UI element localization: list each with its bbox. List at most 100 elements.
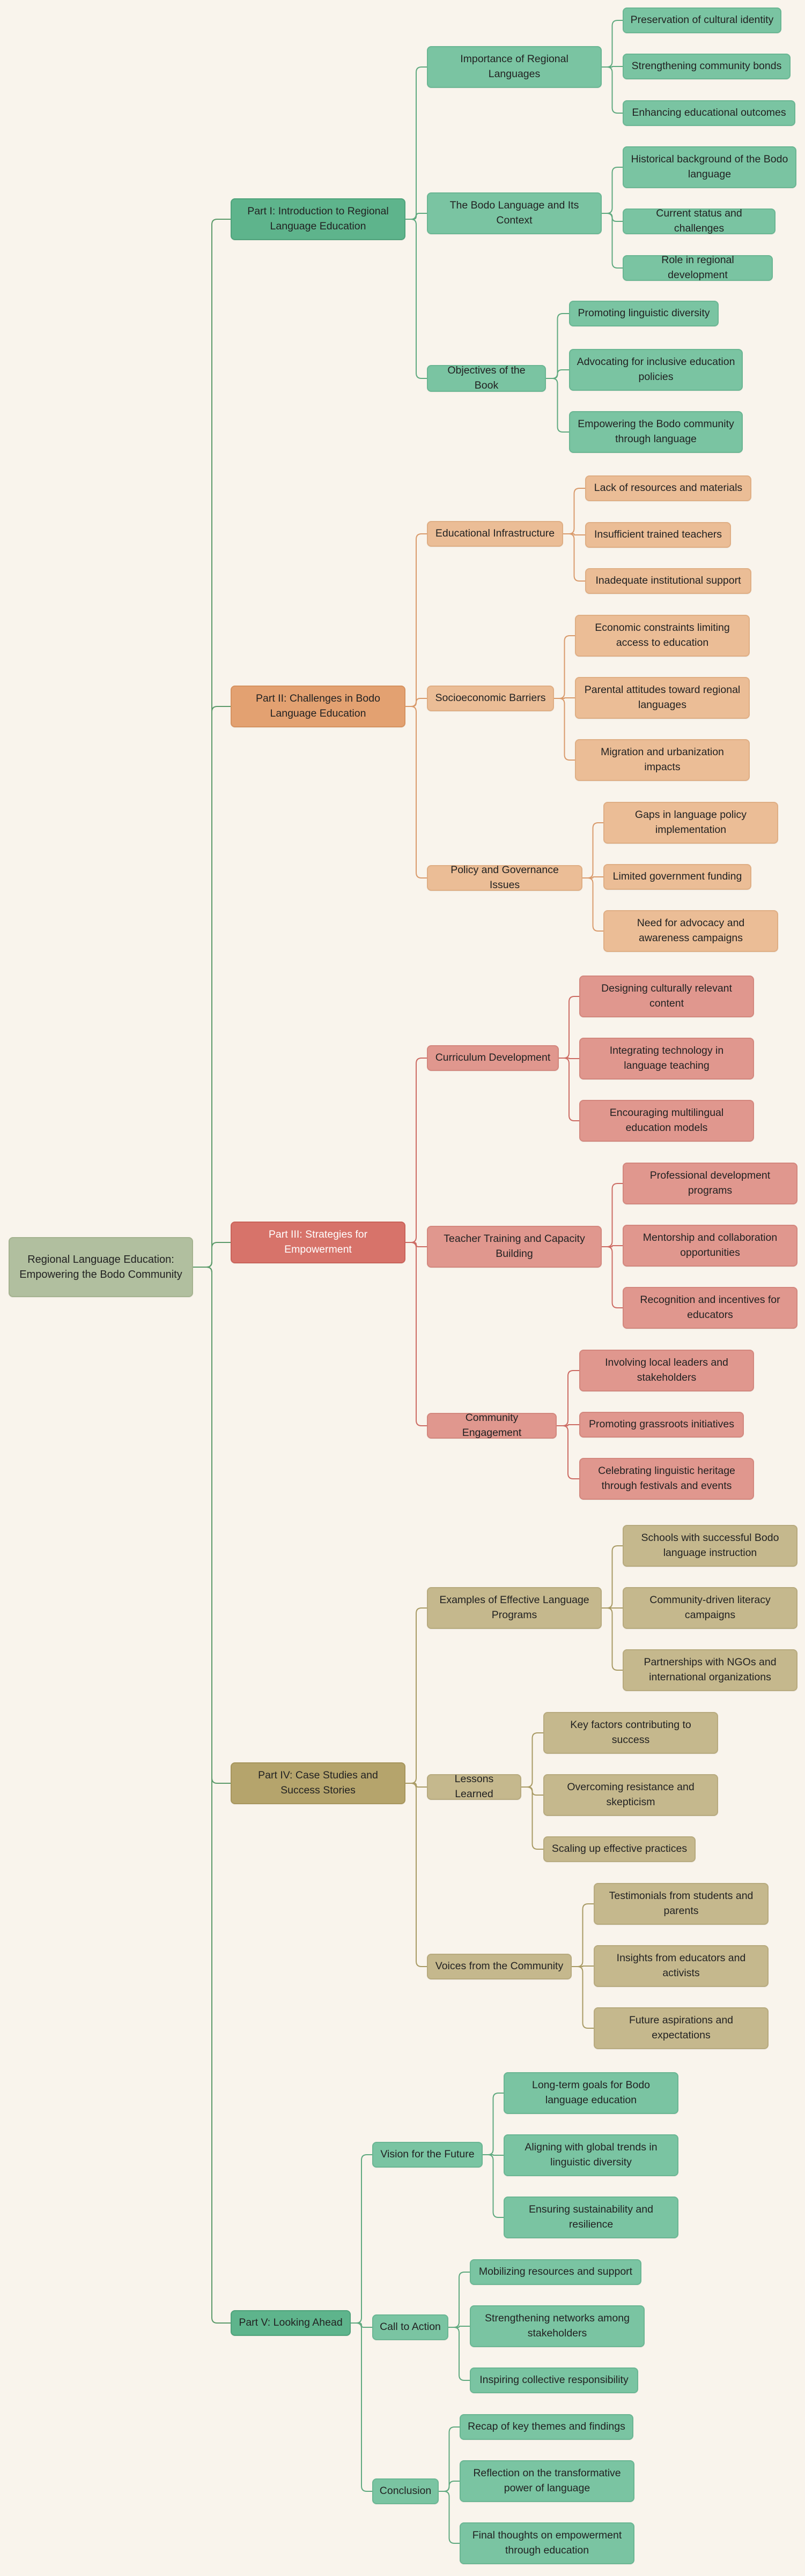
section-label: Educational Infrastructure [435, 527, 555, 540]
part-4-section-2[interactable]: Lessons Learned [427, 1773, 521, 1800]
part-2-section-1[interactable]: Educational Infrastructure [427, 521, 563, 547]
part-1-item-1-1[interactable]: Preservation of cultural identity [623, 8, 781, 33]
section-link [557, 1425, 579, 1479]
part-1-item-1-2[interactable]: Strengthening community bonds [623, 54, 791, 79]
part-4-item-3-3[interactable]: Future aspirations and expectations [594, 2007, 769, 2049]
section-label: Socioeconomic Barriers [435, 692, 546, 704]
part-3-item-3-1[interactable]: Involving local leaders and stakeholders [579, 1350, 754, 1391]
part-4-section-3[interactable]: Voices from the Community [427, 1954, 572, 1979]
part-link [405, 219, 427, 379]
section-label: Conclusion [379, 2485, 432, 2497]
part-4-node[interactable]: Part IV: Case Studies and Success Storie… [231, 1762, 405, 1804]
part-1-item-3-2[interactable]: Advocating for inclusive education polic… [569, 349, 743, 391]
part-3-section-3[interactable]: Community Engagement [427, 1412, 557, 1439]
part-3-item-1-1[interactable]: Designing culturally relevant content [579, 976, 754, 1017]
part-link [405, 706, 427, 878]
item-label: Role in regional development [661, 254, 734, 281]
part-4-item-3-1[interactable]: Testimonials from students and parents [594, 1883, 769, 1925]
item-label: Future aspirations and expectations [629, 2014, 734, 2041]
part-5-item-3-3[interactable]: Final thoughts on empowerment through ed… [460, 2522, 634, 2564]
part-2-item-1-2[interactable]: Insufficient trained teachers [585, 522, 731, 548]
section-link [602, 1607, 623, 1671]
root-node[interactable]: Regional Language Education: Empowering … [9, 1237, 193, 1297]
part-4-item-1-2[interactable]: Community-driven literacy campaigns [623, 1587, 797, 1629]
part-5-node[interactable]: Part V: Looking Ahead [231, 2310, 351, 2336]
part-2-item-2-3[interactable]: Migration and urbanization impacts [575, 739, 750, 781]
part-2-item-2-2[interactable]: Parental attitudes toward regional langu… [575, 677, 750, 719]
part-3-item-2-1[interactable]: Professional development programs [623, 1163, 797, 1204]
part-3-section-1[interactable]: Curriculum Development [427, 1045, 559, 1071]
part-5-section-2[interactable]: Call to Action [372, 2314, 448, 2340]
section-link [602, 1183, 623, 1247]
item-label: Parental attitudes toward regional langu… [584, 684, 741, 711]
part-5-item-2-1[interactable]: Mobilizing resources and support [470, 2259, 641, 2285]
item-label: Designing culturally relevant content [601, 982, 732, 1009]
section-link [483, 2154, 504, 2218]
part-4-item-2-1[interactable]: Key factors contributing to success [543, 1712, 718, 1754]
part-1-item-2-1[interactable]: Historical background of the Bodo langua… [623, 146, 796, 188]
part-link [405, 533, 427, 707]
item-label: Long-term goals for Bodo language educat… [531, 2079, 651, 2106]
part-2-section-2[interactable]: Socioeconomic Barriers [427, 686, 554, 711]
item-label: Current status and challenges [656, 207, 742, 234]
section-link [554, 698, 575, 761]
part-2-item-1-1[interactable]: Lack of resources and materials [585, 475, 751, 501]
part-1-item-2-2[interactable]: Current status and challenges [623, 207, 776, 234]
part-1-item-2-3[interactable]: Role in regional development [623, 254, 773, 281]
part-2-item-1-3[interactable]: Inadequate institutional support [585, 568, 751, 594]
part-2-item-3-1[interactable]: Gaps in language policy implementation [603, 802, 778, 844]
part-4-item-1-1[interactable]: Schools with successful Bodo language in… [623, 1525, 797, 1567]
part-1-item-3-3[interactable]: Empowering the Bodo community through la… [569, 411, 743, 453]
item-label: Recognition and incentives for educators [640, 1294, 780, 1321]
part-3-item-2-2[interactable]: Mentorship and collaboration opportuniti… [623, 1225, 797, 1267]
part-3-item-1-2[interactable]: Integrating technology in language teach… [579, 1038, 754, 1079]
part-5-item-3-1[interactable]: Recap of key themes and findings [460, 2414, 633, 2440]
section-label: Community Engagement [462, 1412, 522, 1439]
part-1-node[interactable]: Part I: Introduction to Regional Languag… [231, 198, 405, 240]
part-3-item-3-3[interactable]: Celebrating linguistic heritage through … [579, 1458, 754, 1500]
part-link [405, 1783, 427, 1967]
part-3-item-1-3[interactable]: Encouraging multilingual education model… [579, 1100, 754, 1142]
part-1-section-2[interactable]: The Bodo Language and Its Context [427, 192, 602, 234]
part-5-section-1[interactable]: Vision for the Future [372, 2142, 483, 2168]
part-5-item-1-1[interactable]: Long-term goals for Bodo language educat… [504, 2072, 678, 2114]
part-2-item-3-2[interactable]: Limited government funding [603, 864, 751, 890]
item-label: Need for advocacy and awareness campaign… [637, 917, 745, 944]
part-5-item-3-2[interactable]: Reflection on the transformative power o… [460, 2460, 634, 2502]
part-link [351, 2154, 372, 2324]
part-5-section-3[interactable]: Conclusion [372, 2478, 439, 2504]
part-4-item-3-2[interactable]: Insights from educators and activists [594, 1945, 769, 1987]
part-4-item-2-3[interactable]: Scaling up effective practices [543, 1836, 696, 1862]
item-label: Overcoming resistance and skepticism [567, 1781, 695, 1808]
part-2-item-2-1[interactable]: Economic constraints limiting access to … [575, 615, 750, 657]
part-1-section-1[interactable]: Importance of Regional Languages [427, 46, 602, 88]
part-4-item-1-3[interactable]: Partnerships with NGOs and international… [623, 1649, 797, 1691]
part-5-item-2-3[interactable]: Inspiring collective responsibility [470, 2367, 638, 2393]
part-5-item-2-2[interactable]: Strengthening networks among stakeholder… [470, 2305, 645, 2347]
section-link [546, 313, 569, 379]
part-2-node[interactable]: Part II: Challenges in Bodo Language Edu… [231, 686, 405, 727]
section-link [546, 369, 569, 379]
part-4-section-1[interactable]: Examples of Effective Language Programs [427, 1587, 602, 1629]
part-3-node[interactable]: Part III: Strategies for Empowerment [231, 1222, 405, 1263]
section-label: Objectives of the Book [447, 364, 526, 391]
item-label: Integrating technology in language teach… [609, 1045, 724, 1071]
section-label: Vision for the Future [380, 2148, 475, 2161]
part-5-item-1-2[interactable]: Aligning with global trends in linguisti… [504, 2134, 678, 2176]
item-label: Encouraging multilingual education model… [609, 1107, 724, 1134]
part-1-item-1-3[interactable]: Enhancing educational outcomes [623, 100, 795, 126]
part-3-item-2-3[interactable]: Recognition and incentives for educators [623, 1287, 797, 1329]
item-label: Strengthening community bonds [631, 60, 782, 72]
part-1-section-3[interactable]: Objectives of the Book [427, 364, 546, 392]
section-label: Curriculum Development [435, 1052, 551, 1064]
part-1-item-3-1[interactable]: Promoting linguistic diversity [569, 301, 719, 326]
section-link [602, 20, 623, 68]
part-2-section-3[interactable]: Policy and Governance Issues [427, 864, 582, 891]
part-2-item-3-3[interactable]: Need for advocacy and awareness campaign… [603, 910, 778, 952]
part-3-section-2[interactable]: Teacher Training and Capacity Building [427, 1226, 602, 1268]
part-5-item-1-3[interactable]: Ensuring sustainability and resilience [504, 2197, 678, 2238]
item-label: Celebrating linguistic heritage through … [598, 1465, 735, 1492]
part-3-item-3-2[interactable]: Promoting grassroots initiatives [579, 1412, 744, 1438]
part-4-item-2-2[interactable]: Overcoming resistance and skepticism [543, 1774, 718, 1816]
